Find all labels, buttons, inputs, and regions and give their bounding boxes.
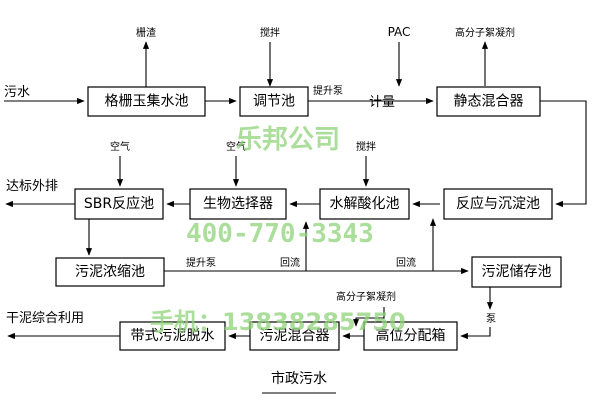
box-belt-press-label: 带式污泥脱水 <box>131 328 215 344</box>
box-sludge-thickener-label: 污泥浓缩池 <box>75 264 145 280</box>
box-sludge-thickener: 污泥浓缩池 <box>55 257 165 287</box>
box-bio-selector-label: 生物选择器 <box>203 196 273 212</box>
label-pac: PAC <box>388 25 411 39</box>
label-return-2: 回流 <box>396 256 416 269</box>
box-static-mixer-label: 静态混合器 <box>454 94 524 110</box>
label-screenings: 栅渣 <box>136 26 156 39</box>
label-discharge: 达标外排 <box>6 179 58 194</box>
box-reaction-settling-label: 反应与沉淀池 <box>456 195 540 212</box>
watermark-company: 乐邦公司 <box>236 125 340 155</box>
edge-pump-to-distributor <box>460 327 491 340</box>
label-dry-sludge: 干泥综合利用 <box>6 311 84 326</box>
label-metering: 计量 <box>369 95 395 110</box>
box-reaction-settling: 反应与沉淀池 <box>443 188 553 220</box>
edge-mixer-to-settling <box>540 100 587 208</box>
box-grid-tank: 格栅玉集水池 <box>87 86 206 117</box>
box-hydrolysis: 水解酸化池 <box>319 188 410 220</box>
label-polymer-2: 高分子絮凝剂 <box>336 290 396 303</box>
label-air-1: 空气 <box>110 140 130 153</box>
label-lift-pump-1: 提升泵 <box>313 85 343 97</box>
label-stir-1: 搅拌 <box>260 26 280 39</box>
box-tank-distributor: 高位分配箱 <box>363 321 458 351</box>
box-sbr: SBR反应池 <box>74 188 164 220</box>
box-regulating-tank-label: 调节池 <box>253 94 295 110</box>
edge-polymer2-input <box>352 307 385 327</box>
label-polymer-1: 高分子絮凝剂 <box>455 26 515 39</box>
label-air-2: 空气 <box>226 140 246 153</box>
flow-edges <box>4 41 587 340</box>
box-sludge-mixer: 污泥混合器 <box>249 321 340 351</box>
box-grid-tank-label: 格栅玉集水池 <box>105 93 189 110</box>
diagram-caption: 市政污水 <box>271 370 327 387</box>
watermark-mobile: 手机：13838285750 <box>150 308 406 336</box>
box-static-mixer: 静态混合器 <box>436 86 541 117</box>
label-pump: 泵 <box>486 313 496 325</box>
box-sludge-mixer-label: 污泥混合器 <box>260 328 330 344</box>
label-return-1: 回流 <box>280 256 300 269</box>
box-sludge-storage-label: 污泥储存池 <box>482 264 552 280</box>
watermark-phone: 400-770-3343 <box>186 219 374 249</box>
box-tank-distributor-label: 高位分配箱 <box>376 327 446 344</box>
label-sewage-in: 污水 <box>4 85 30 100</box>
box-hydrolysis-label: 水解酸化池 <box>330 196 400 212</box>
label-lift-pump-2: 提升泵 <box>186 257 216 269</box>
box-bio-selector: 生物选择器 <box>189 188 287 220</box>
box-sbr-label: SBR反应池 <box>84 195 154 212</box>
box-sludge-storage: 污泥储存池 <box>471 256 562 288</box>
label-stir-2: 搅拌 <box>356 140 376 153</box>
box-regulating-tank: 调节池 <box>239 86 309 117</box>
box-belt-press: 带式污泥脱水 <box>119 321 226 351</box>
